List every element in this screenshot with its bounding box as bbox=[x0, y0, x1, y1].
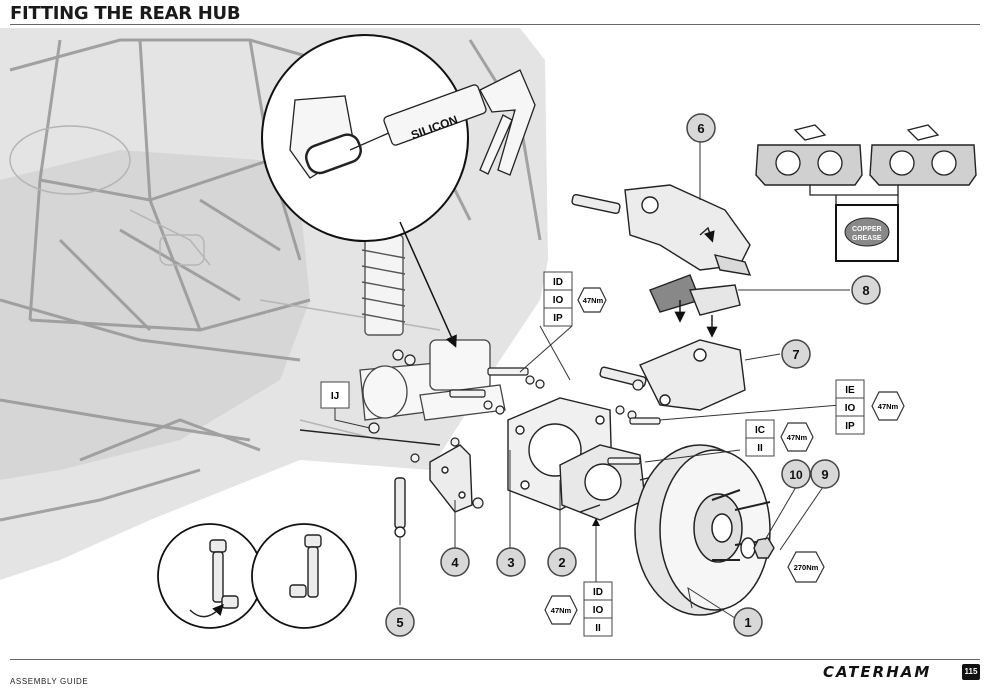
code-bottom-1: ID bbox=[593, 587, 603, 598]
code-table-hub: IC II bbox=[745, 419, 775, 457]
fasteners bbox=[368, 349, 661, 509]
torque-nut: 270Nm bbox=[787, 551, 825, 583]
callout-1-label: 1 bbox=[744, 615, 751, 630]
code-droplink-1: IJ bbox=[331, 391, 339, 402]
callout-4: 4 bbox=[440, 547, 470, 577]
code-table-bottom: ID IO II bbox=[583, 581, 613, 637]
callout-5-label: 5 bbox=[396, 615, 403, 630]
callout-4-label: 4 bbox=[451, 555, 459, 570]
callout-5: 5 bbox=[385, 607, 415, 637]
caliper-carrier bbox=[599, 339, 746, 411]
droplink-bracket bbox=[299, 429, 473, 538]
code-bottom-3: II bbox=[595, 623, 601, 634]
droplink-detail-inset-1 bbox=[157, 523, 263, 629]
code-caliper-2: IO bbox=[845, 403, 856, 414]
callout-6: 6 bbox=[686, 113, 716, 143]
brake-disc bbox=[634, 444, 771, 616]
brand-logo: CATERHAM bbox=[823, 663, 932, 681]
callout-2: 2 bbox=[547, 547, 577, 577]
header-rule bbox=[10, 24, 980, 25]
code-top-1: ID bbox=[553, 277, 563, 288]
torque-caliper-label: 47Nm bbox=[878, 402, 899, 411]
callout-3: 3 bbox=[496, 547, 526, 577]
brake-pads bbox=[649, 274, 741, 338]
callout-7-label: 7 bbox=[792, 347, 799, 362]
brake-caliper bbox=[571, 184, 752, 276]
footer-label: ASSEMBLY GUIDE bbox=[10, 677, 89, 686]
callout-7: 7 bbox=[781, 339, 811, 369]
code-table-top: ID IO IP bbox=[543, 271, 573, 327]
code-top-2: IO bbox=[553, 295, 564, 306]
part-callouts: 1 2 3 4 5 6 7 8 9 10 bbox=[385, 113, 881, 637]
code-bottom-2: IO bbox=[593, 605, 604, 616]
torque-hub-label: 47Nm bbox=[787, 433, 808, 442]
code-hub-1: IC bbox=[755, 425, 765, 436]
grease-tin-label-line2: GREASE bbox=[852, 235, 882, 242]
callout-9-label: 9 bbox=[821, 467, 828, 482]
torque-top: 47Nm bbox=[577, 287, 607, 313]
torque-bottom-label: 47Nm bbox=[551, 606, 572, 615]
callout-3-label: 3 bbox=[507, 555, 514, 570]
callout-9: 9 bbox=[810, 459, 840, 489]
leader-lines bbox=[334, 140, 850, 621]
page-title: FITTING THE REAR HUB bbox=[10, 3, 241, 24]
code-top-3: IP bbox=[553, 313, 563, 324]
coil-spring-damper bbox=[361, 234, 406, 336]
torque-badges: 47Nm 47Nm 47Nm 47Nm 270Nm bbox=[544, 287, 905, 625]
grease-tin-label-line1: COPPER bbox=[852, 226, 882, 233]
torque-caliper: 47Nm bbox=[871, 391, 905, 421]
sealant-inset: SILICON bbox=[261, 34, 536, 242]
code-hub-2: II bbox=[757, 443, 763, 454]
code-caliper-3: IP bbox=[845, 421, 855, 432]
droplink-detail-inset-2 bbox=[251, 523, 357, 629]
hub-washer-nut bbox=[740, 537, 775, 559]
torque-nut-label: 270Nm bbox=[794, 563, 819, 572]
torque-bottom: 47Nm bbox=[544, 595, 578, 625]
callout-6-label: 6 bbox=[697, 121, 704, 136]
callout-8: 8 bbox=[851, 275, 881, 305]
callout-1: 1 bbox=[733, 607, 763, 637]
code-table-caliper: IE IO IP bbox=[835, 379, 865, 435]
code-caliper-1: IE bbox=[845, 385, 855, 396]
torque-top-label: 47Nm bbox=[583, 296, 604, 305]
brake-pads-inset: COPPER GREASE bbox=[748, 124, 984, 262]
callout-10-label: 10 bbox=[789, 468, 803, 482]
callout-8-label: 8 bbox=[862, 283, 869, 298]
torque-hub: 47Nm bbox=[780, 422, 814, 452]
callout-10: 10 bbox=[781, 459, 811, 489]
page-number: 115 bbox=[962, 664, 980, 680]
callout-2-label: 2 bbox=[558, 555, 565, 570]
footer-rule bbox=[10, 659, 980, 660]
code-table-droplink: IJ bbox=[320, 381, 350, 409]
